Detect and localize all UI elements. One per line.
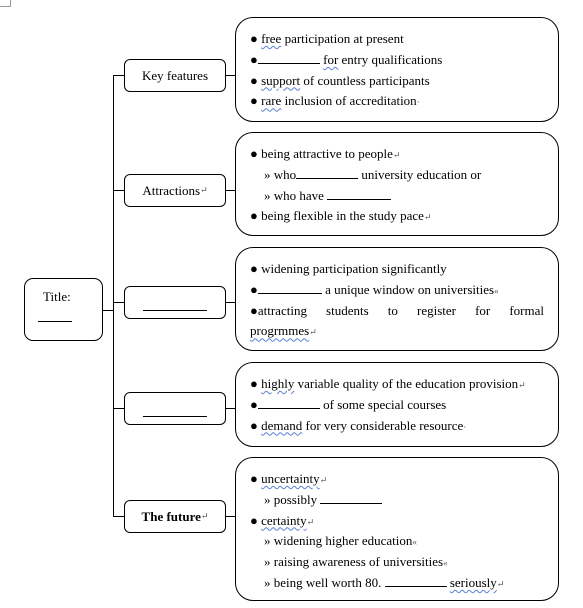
connector-line bbox=[226, 75, 235, 76]
paragraph-mark: « bbox=[412, 537, 417, 548]
branch-attractions: Attractions↵ bbox=[124, 174, 226, 207]
list-item: ● uncertainty↵ bbox=[250, 471, 328, 486]
bullet: ● bbox=[250, 512, 258, 528]
list-sub-item: » who university education or bbox=[264, 166, 482, 182]
list-item: ● being flexible in the study pace↵ bbox=[250, 208, 432, 224]
bullet: ● bbox=[250, 146, 258, 161]
list-sub-item: » widening higher education« bbox=[264, 533, 417, 549]
bullet: ● bbox=[250, 376, 258, 391]
sub-bullet: » bbox=[264, 166, 271, 182]
bullet: ● bbox=[250, 471, 258, 486]
paragraph-mark: ↵ bbox=[392, 150, 401, 160]
branch-label: The future bbox=[141, 508, 201, 524]
key-features-box: ● free participation at present ● for en… bbox=[235, 17, 559, 122]
bullet: ● bbox=[250, 396, 258, 412]
sub-bullet: » bbox=[264, 574, 271, 590]
paragraph-mark: ↵ bbox=[496, 578, 505, 589]
list-sub-item: » who have bbox=[250, 186, 544, 207]
connector-line bbox=[226, 408, 235, 409]
quality-box: ● highly variable quality of the educati… bbox=[235, 362, 559, 447]
answer-blank[interactable] bbox=[257, 396, 320, 409]
branch-the-future: The future↵ bbox=[124, 500, 226, 533]
attractions-box: ● being attractive to people↵ » who univ… bbox=[235, 132, 559, 236]
answer-blank[interactable] bbox=[257, 281, 322, 294]
sub-bullet: » bbox=[264, 554, 271, 570]
paragraph-mark: « bbox=[494, 285, 499, 296]
paragraph-mark: ↵ bbox=[319, 475, 328, 485]
branch-label: Attractions bbox=[142, 182, 201, 198]
list-item: ● a unique window on universities« bbox=[250, 281, 499, 297]
connector-line bbox=[113, 302, 124, 303]
list-item: ● support of countless participants bbox=[250, 72, 430, 88]
bullet: ● bbox=[250, 261, 258, 276]
title-blank[interactable] bbox=[38, 307, 72, 322]
connector-line bbox=[103, 310, 114, 311]
connector-line bbox=[226, 190, 235, 191]
bullet: ● bbox=[250, 302, 258, 318]
connector-line bbox=[113, 190, 124, 191]
connector-line bbox=[113, 408, 124, 409]
branch-blank[interactable] bbox=[143, 296, 207, 311]
list-item: ● of some special courses bbox=[250, 396, 447, 412]
list-item: ● free participation at present bbox=[250, 31, 404, 46]
bullet: ● bbox=[250, 208, 258, 224]
future-box: ● uncertainty↵ » possibly ● certainty↵ »… bbox=[235, 457, 559, 601]
list-item: ● widening participation significantly bbox=[250, 261, 447, 276]
bullet: ● bbox=[250, 93, 258, 109]
answer-blank[interactable] bbox=[296, 166, 359, 179]
connector-line bbox=[226, 516, 235, 517]
answer-blank[interactable] bbox=[320, 491, 383, 504]
list-item: ● demand for very considerable resource· bbox=[250, 417, 467, 433]
paragraph-mark: · bbox=[463, 421, 467, 432]
bullet: ● bbox=[250, 417, 258, 433]
branch-blank-4 bbox=[124, 392, 226, 425]
sub-bullet: » bbox=[264, 491, 271, 507]
connector-line bbox=[226, 302, 235, 303]
branch-blank-3 bbox=[124, 286, 226, 319]
list-item: ● certainty↵ bbox=[250, 512, 315, 528]
branch-blank[interactable] bbox=[143, 402, 207, 417]
sub-bullet: » bbox=[264, 187, 271, 203]
bullet: ● bbox=[250, 72, 258, 88]
title-box: Title: bbox=[24, 278, 103, 341]
answer-blank[interactable] bbox=[257, 51, 320, 64]
list-sub-item: » possibly bbox=[250, 490, 544, 511]
answer-blank[interactable] bbox=[327, 187, 392, 200]
paragraph-mark: ↵ bbox=[200, 511, 209, 521]
connector-line bbox=[113, 516, 124, 517]
list-item: ● being attractive to people↵ bbox=[250, 146, 401, 161]
participation-box: ● widening participation significantly ●… bbox=[235, 247, 559, 351]
list-sub-item: » raising awareness of universities« bbox=[264, 554, 448, 570]
paragraph-mark: ↵ bbox=[423, 212, 432, 223]
list-item: ● rare inclusion of accreditation· bbox=[250, 93, 420, 109]
title-label: Title: bbox=[43, 289, 71, 304]
bullet: ● bbox=[250, 281, 258, 297]
connector-line bbox=[113, 75, 114, 517]
paragraph-mark: · bbox=[416, 97, 420, 108]
list-item-continuation: progrmmes↵ bbox=[250, 323, 317, 339]
paragraph-mark: ↵ bbox=[306, 516, 315, 527]
list-item: ●attracting students to register for for… bbox=[250, 302, 544, 318]
window-corner bbox=[0, 0, 11, 7]
answer-blank[interactable] bbox=[384, 574, 447, 587]
list-item: ● highly variable quality of the educati… bbox=[250, 376, 526, 391]
list-sub-item: » being well worth 80. seriously↵ bbox=[264, 574, 505, 590]
connector-line bbox=[113, 75, 124, 76]
bullet: ● bbox=[250, 51, 258, 67]
paragraph-mark: « bbox=[443, 558, 448, 569]
paragraph-mark: ↵ bbox=[200, 185, 208, 195]
branch-label: Key features bbox=[141, 67, 209, 83]
branch-key-features: Key features bbox=[124, 59, 226, 92]
paragraph-mark: ↵ bbox=[309, 327, 317, 338]
sub-bullet: » bbox=[264, 533, 271, 549]
list-item: ● for entry qualifications bbox=[250, 51, 443, 67]
paragraph-mark: ↵ bbox=[518, 380, 526, 390]
bullet: ● bbox=[250, 31, 258, 46]
